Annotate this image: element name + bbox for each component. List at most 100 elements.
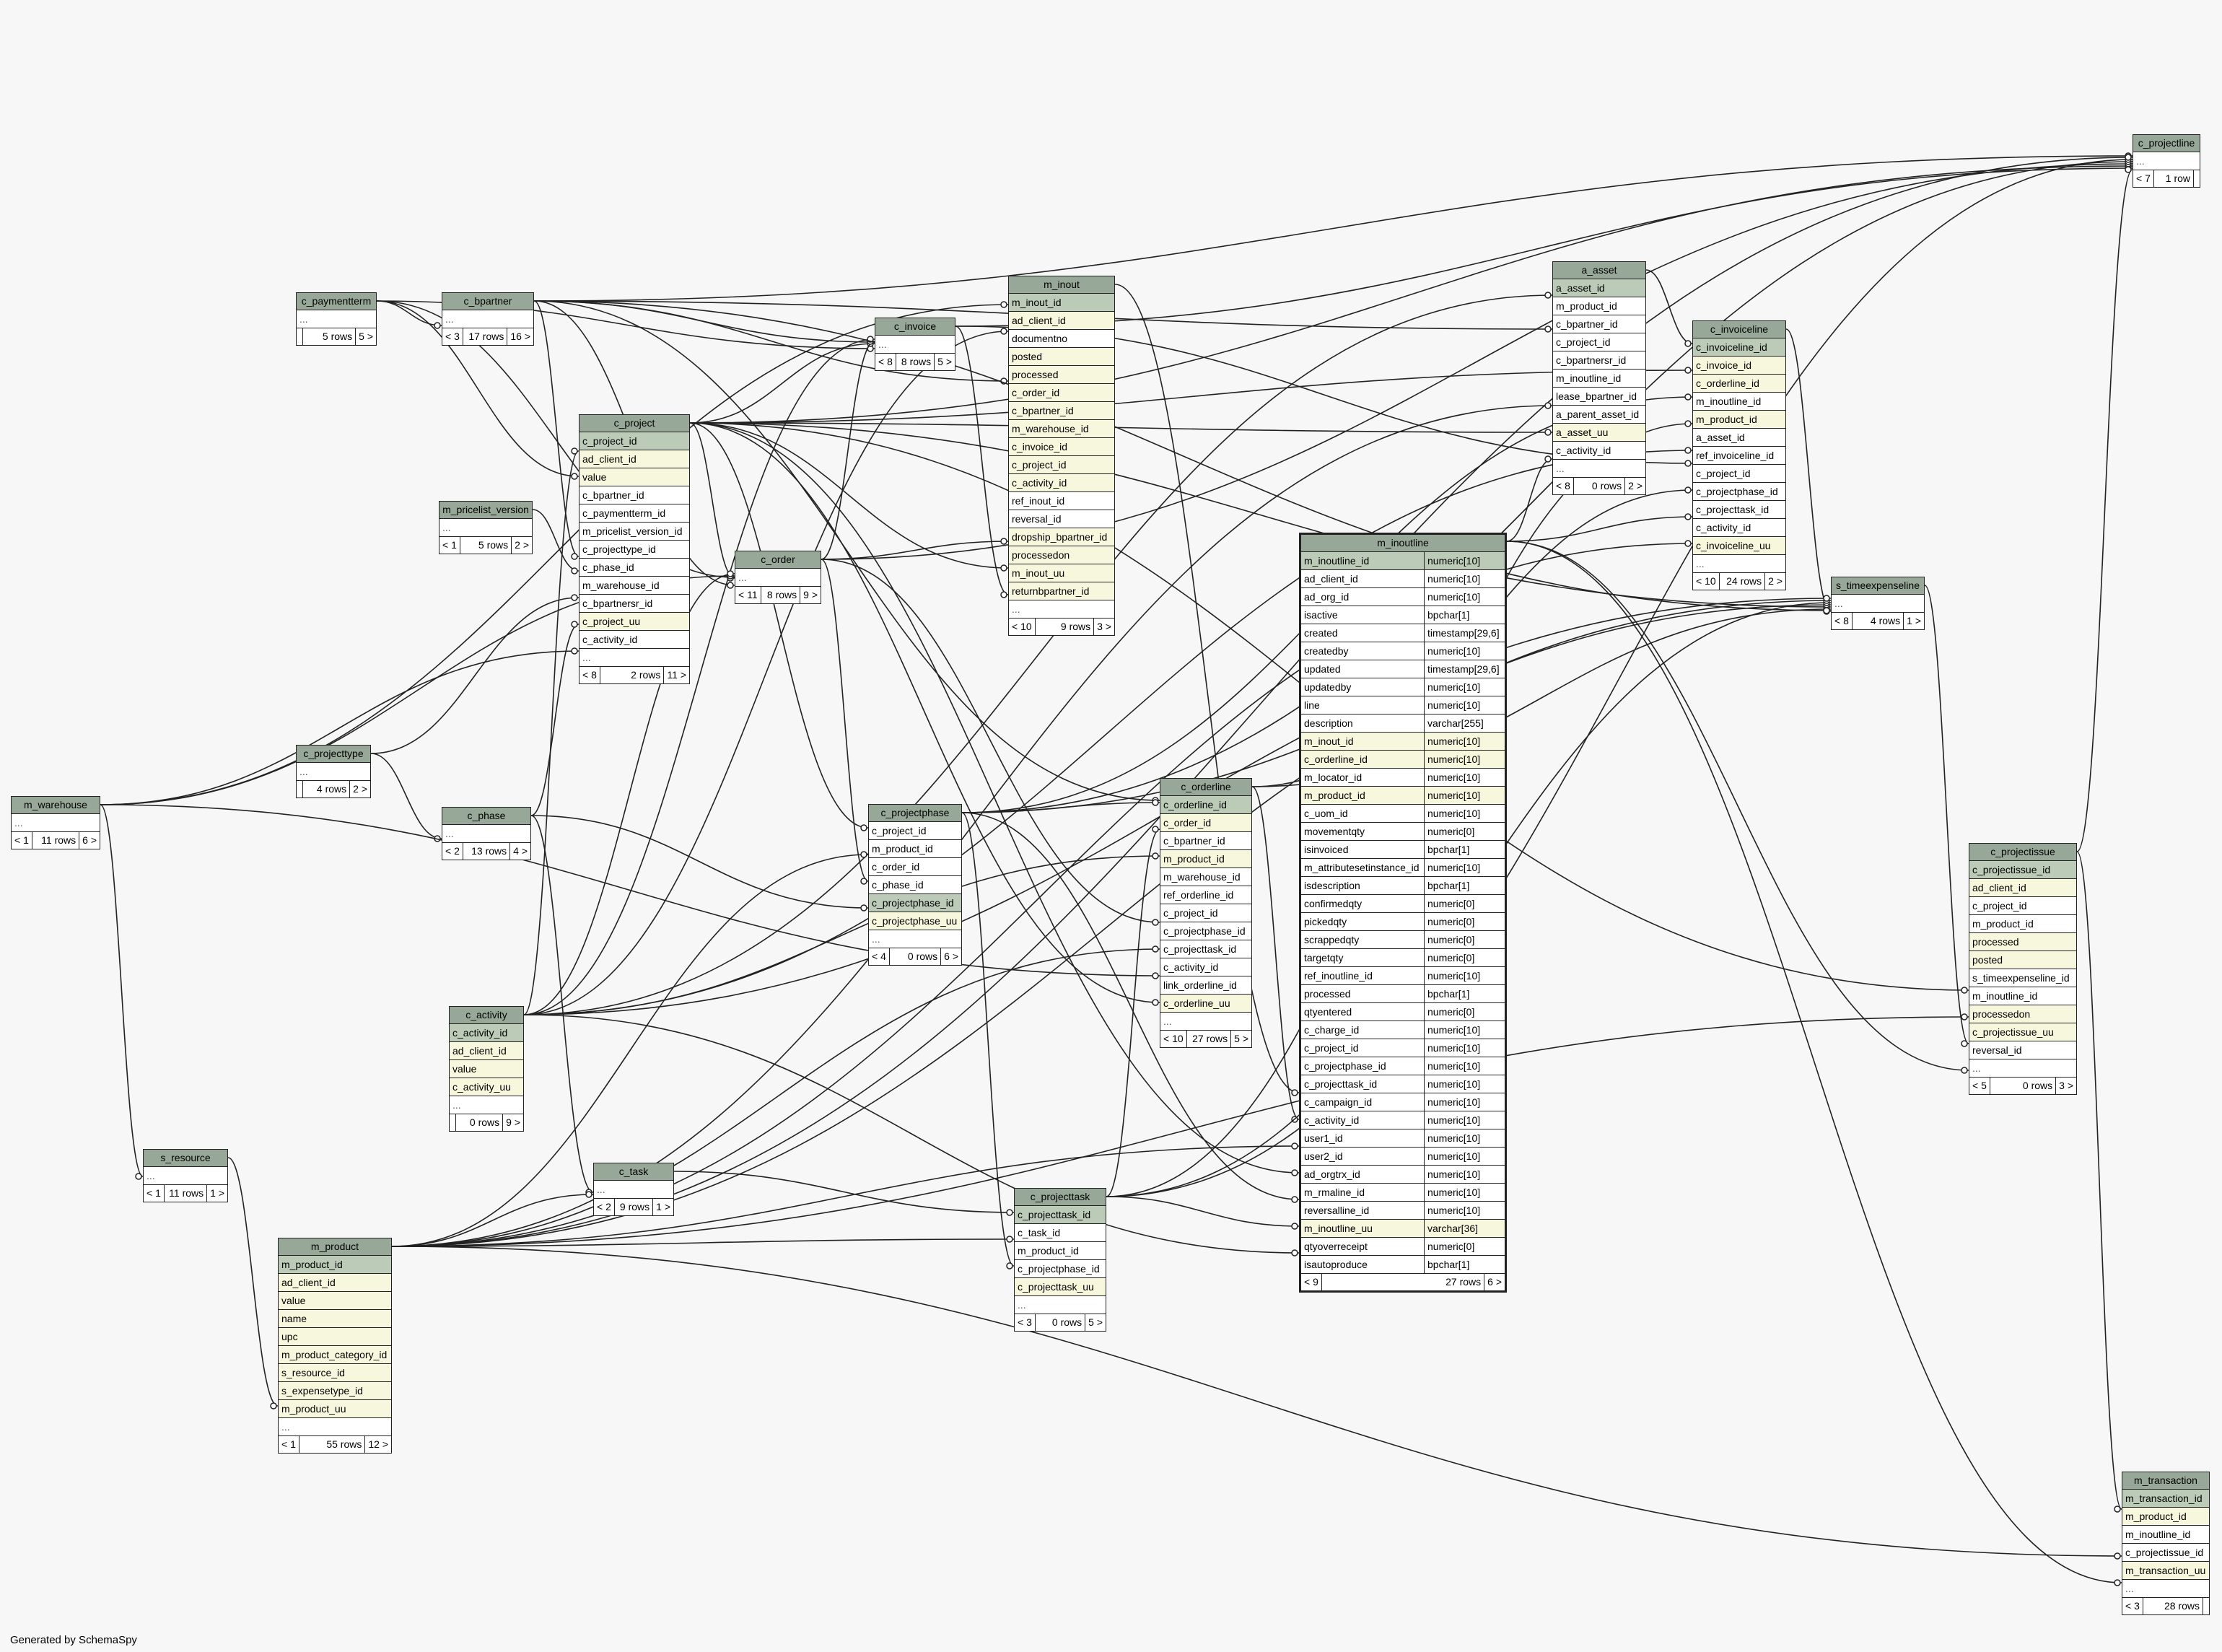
parents-count[interactable]: < 10 (1693, 573, 1720, 590)
column-row[interactable]: m_product_id (869, 840, 961, 858)
column-row[interactable]: ... (279, 1418, 391, 1436)
column-row[interactable]: c_projectphase_uu (869, 912, 961, 930)
row-count[interactable]: 11 rows (32, 832, 80, 849)
column-row[interactable]: m_product_id (279, 1256, 391, 1274)
column-row[interactable]: c_project_id (869, 822, 961, 840)
column-row[interactable]: a_asset_uu (1553, 424, 1645, 442)
row-count[interactable]: 0 rows (1990, 1078, 2057, 1094)
parents-count[interactable]: < 7 (2133, 170, 2154, 187)
column-row[interactable]: ref_orderline_id (1160, 886, 1251, 904)
row-count[interactable]: 9 rows (1036, 619, 1095, 635)
table-title[interactable]: m_warehouse (12, 797, 100, 814)
column-row[interactable]: ad_client_id (450, 1042, 523, 1060)
table-title[interactable]: m_pricelist_version (439, 502, 532, 519)
column-row[interactable]: m_product_id (1553, 297, 1645, 315)
column-row[interactable]: m_inoutline_id (2122, 1526, 2209, 1544)
parents-count[interactable]: < 2 (442, 843, 463, 860)
column-row[interactable]: m_warehouse_id (579, 577, 689, 595)
children-count[interactable]: 3 > (1097, 621, 1111, 632)
children-count[interactable]: 11 > (667, 669, 686, 681)
column-row[interactable]: c_project_id (1009, 456, 1114, 474)
table-title[interactable]: s_resource (144, 1150, 227, 1167)
children-count[interactable]: 2 > (353, 783, 367, 795)
children-count[interactable]: 16 > (510, 331, 530, 342)
parents-count[interactable]: < 10 (1009, 619, 1036, 635)
children-count[interactable]: 1 > (656, 1201, 670, 1212)
column-row[interactable]: m_inout_uu (1009, 564, 1114, 582)
column-row[interactable]: ... (1160, 1013, 1251, 1031)
column-row[interactable]: c_orderline_id (1693, 375, 1785, 393)
table-title[interactable]: a_asset (1553, 262, 1645, 279)
column-row[interactable]: m_product_category_id (279, 1346, 391, 1364)
children-count[interactable] (2203, 1598, 2209, 1614)
children-count[interactable]: 12 > (368, 1438, 388, 1450)
column-row[interactable]: ... (442, 310, 533, 328)
row-count[interactable]: 4 rows (303, 781, 351, 797)
column-row[interactable]: link_orderline_id (1160, 976, 1251, 995)
column-row[interactable]: c_projecttype_id (579, 541, 689, 559)
parents-count[interactable]: < 5 (1969, 1078, 1990, 1094)
column-row[interactable]: c_invoice_id (1693, 357, 1785, 375)
column-row[interactable]: reversal_id (1009, 510, 1114, 528)
table-title[interactable]: c_order (735, 551, 821, 569)
column-row[interactable]: c_task_id (1015, 1224, 1106, 1242)
column-row[interactable]: m_warehouse_id (1009, 420, 1114, 438)
column-row[interactable]: c_activity_id (1009, 474, 1114, 492)
column-row[interactable]: returnbpartner_id (1009, 582, 1114, 600)
column-row[interactable]: c_bpartner_id (579, 486, 689, 504)
column-row[interactable]: ... (1969, 1059, 2076, 1078)
parents-count[interactable] (450, 1114, 456, 1131)
column-row[interactable]: c_paymentterm_id (579, 504, 689, 523)
column-row[interactable]: c_activity_id (1693, 519, 1785, 537)
column-row[interactable]: ad_client_id (579, 450, 689, 468)
children-count[interactable]: 5 > (359, 331, 373, 342)
column-row[interactable]: ... (144, 1167, 227, 1185)
column-row[interactable]: ... (439, 519, 532, 537)
parents-count[interactable]: < 8 (875, 354, 896, 370)
children-count[interactable]: 2 > (515, 539, 529, 551)
column-row[interactable]: reversal_id (1969, 1041, 2076, 1059)
column-row[interactable]: c_project_id (1553, 333, 1645, 351)
column-row[interactable]: ... (1009, 600, 1114, 619)
column-row[interactable]: posted (1009, 348, 1114, 366)
column-row[interactable]: m_warehouse_id (1160, 868, 1251, 886)
column-row[interactable]: documentno (1009, 330, 1114, 348)
children-count[interactable]: 5 > (1234, 1033, 1248, 1044)
row-count[interactable]: 24 rows (1720, 573, 1766, 590)
row-count[interactable]: 0 rows (890, 948, 942, 965)
column-row[interactable]: c_projecttask_uu (1015, 1278, 1106, 1296)
column-row[interactable]: m_product_uu (279, 1400, 391, 1418)
column-row[interactable]: a_asset_id (1553, 279, 1645, 297)
children-count[interactable]: 1 > (1907, 615, 1921, 626)
column-row[interactable]: m_product_id (1160, 850, 1251, 868)
column-row[interactable]: processed (1969, 933, 2076, 951)
row-count[interactable]: 8 rows (761, 587, 801, 603)
column-row[interactable]: lease_bpartner_id (1553, 388, 1645, 406)
column-row[interactable]: c_bpartnersr_id (579, 595, 689, 613)
column-row[interactable]: ... (2133, 152, 2200, 170)
table-title[interactable]: c_invoiceline (1693, 321, 1785, 338)
column-row[interactable]: ad_client_id (279, 1274, 391, 1292)
table-title[interactable]: c_projecttask (1015, 1189, 1106, 1206)
